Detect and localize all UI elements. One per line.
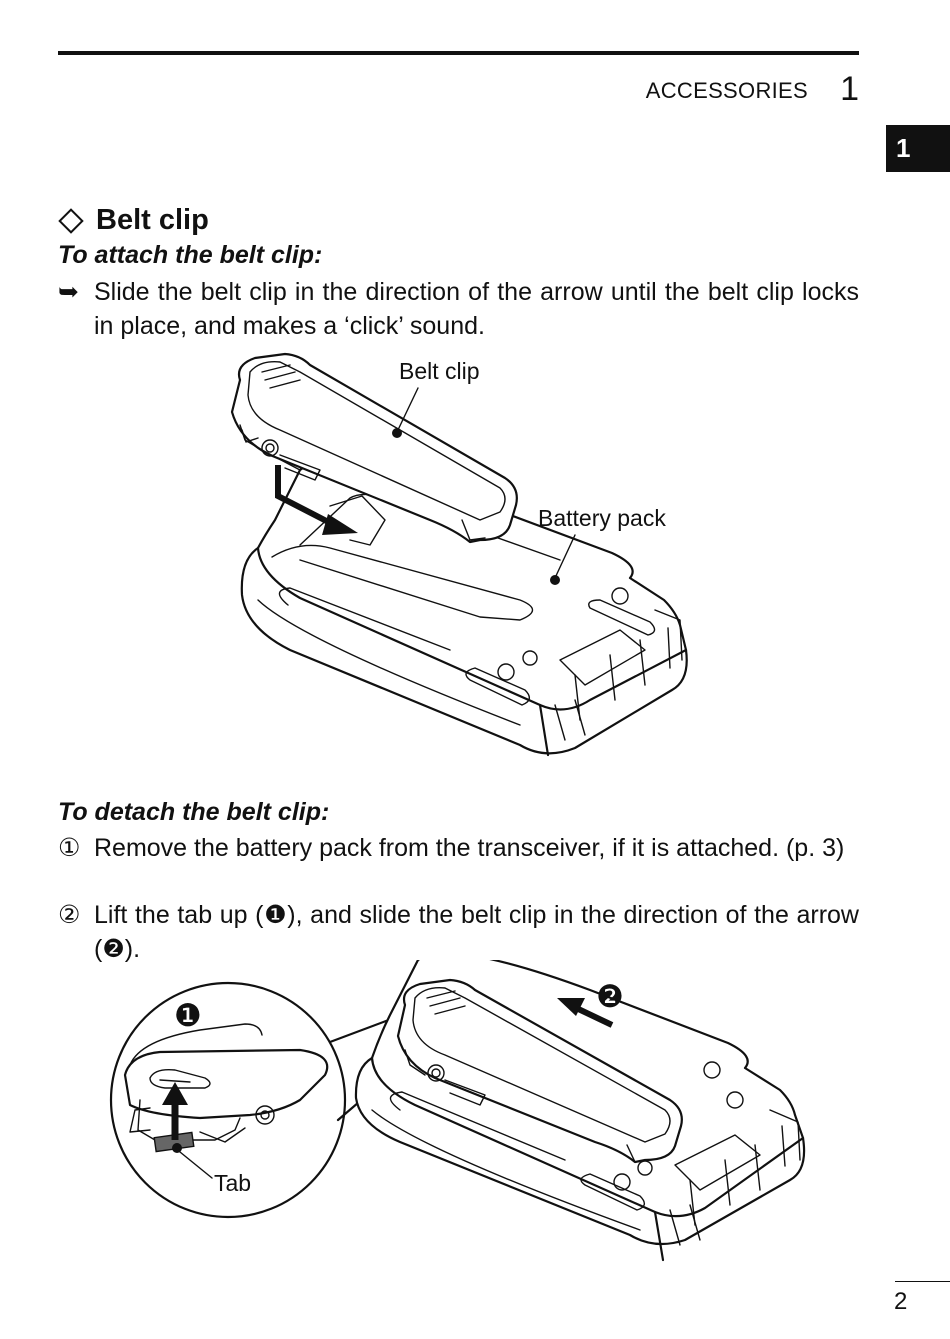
page-number: 2 — [894, 1288, 908, 1315]
section-title: Belt clip — [58, 204, 209, 237]
belt-clip-leader-line — [396, 387, 419, 433]
chapter-label: ACCESSORIES — [645, 78, 808, 103]
step-1-text: Remove the battery pack from the transce… — [94, 834, 845, 862]
chapter-number: 1 — [840, 70, 859, 108]
detach-figure — [109, 960, 806, 1262]
tab-detail-inset — [109, 981, 410, 1219]
chapter-side-tab: 1 — [886, 125, 950, 172]
battery-pack-label: Battery pack — [538, 505, 666, 531]
belt-clip-leader-dot — [392, 428, 402, 438]
slide-back-arrow-icon — [557, 998, 614, 1028]
callout-2-icon: ❷ — [596, 979, 624, 1014]
battery-pack-illustration — [240, 461, 688, 757]
callout-1-icon: ❶ — [174, 998, 202, 1033]
step-2-marker: ② — [58, 901, 81, 929]
attach-heading: To attach the belt clip: — [58, 241, 323, 269]
detach-step-2: ② Lift the tab up (❶), and slide the bel… — [58, 898, 859, 966]
belt-clip-label: Belt clip — [399, 358, 480, 384]
slide-arrow-icon — [275, 465, 386, 546]
step-1-marker: ① — [58, 834, 81, 862]
battery-pack-leader-line — [554, 534, 576, 579]
belt-clip-illustration — [230, 352, 518, 544]
battery-pack-leader-dot — [550, 575, 560, 585]
step-2-text: Lift the tab up (❶), and slide the belt … — [94, 901, 859, 963]
attach-figure — [230, 352, 688, 757]
footer-rule — [895, 1281, 950, 1282]
clip-on-battery-illustration — [354, 960, 806, 1262]
attach-instruction: ➥ Slide the belt clip in the direction o… — [58, 275, 859, 343]
tab-label: Tab — [214, 1170, 252, 1196]
header-rule — [58, 51, 859, 55]
detach-step-1: ① Remove the battery pack from the trans… — [58, 831, 859, 865]
attach-instruction-text: Slide the belt clip in the direction of … — [94, 278, 859, 340]
section-title-text: Belt clip — [96, 204, 209, 236]
arrow-bullet-icon: ➥ — [58, 278, 79, 306]
detach-heading: To detach the belt clip: — [58, 798, 330, 826]
